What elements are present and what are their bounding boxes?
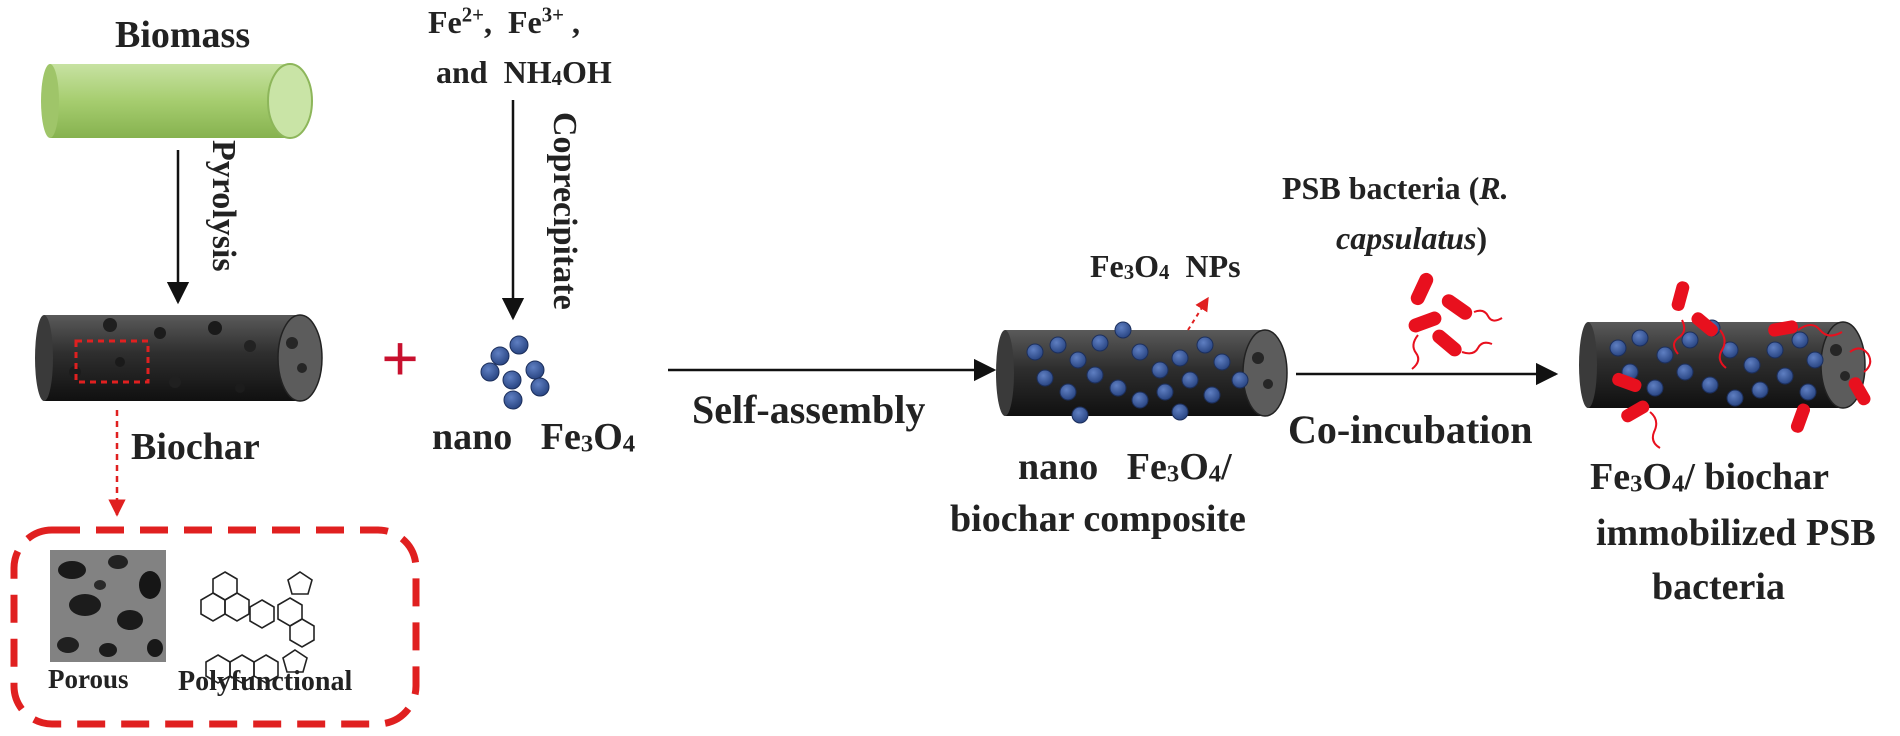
composite-line1: nano Fe3O4/ xyxy=(1018,448,1232,486)
nps-sub3: 3 xyxy=(1123,261,1135,285)
self-assembly-label: Self-assembly xyxy=(692,387,926,432)
psb-close: ) xyxy=(1476,220,1488,256)
composite-nano: nano xyxy=(1018,446,1099,488)
reagents-sep2: , xyxy=(564,4,580,40)
composite-o: O xyxy=(1179,446,1209,488)
psb-species: capsulatus xyxy=(1336,220,1477,256)
nps-o: O xyxy=(1134,248,1160,284)
composite-sub4: 4 xyxy=(1208,460,1222,488)
nano-word: nano xyxy=(432,416,513,458)
coprecipitate-label: Coprecipitate xyxy=(546,112,583,310)
nano-fe3o4-label: nano Fe3O4 xyxy=(432,418,635,456)
immobilized-bacteria xyxy=(1612,281,1872,449)
fe3o4-sub4: 4 xyxy=(622,430,636,458)
and-nh-text: and NH xyxy=(436,54,552,90)
porous-label: Porous xyxy=(48,664,129,694)
polyfunctional-label: Polyfunctional xyxy=(178,666,353,697)
composite-slash: / xyxy=(1221,446,1232,488)
polyfunctional-structures xyxy=(200,571,315,684)
final-o: O xyxy=(1642,456,1672,498)
plus-sign: + xyxy=(381,322,418,394)
fe2-text: Fe xyxy=(428,4,462,40)
biomass-cylinder xyxy=(41,63,313,139)
final-fe: Fe xyxy=(1590,456,1631,498)
nps-pointer-arrow xyxy=(1187,296,1209,331)
nh4-subscript: 4 xyxy=(551,67,562,91)
immobilized-nanoparticles xyxy=(1609,319,1824,407)
fe3o4-o: O xyxy=(593,416,623,458)
porous-sem-image xyxy=(50,550,166,662)
composite-line2: biochar composite xyxy=(950,498,1246,540)
biochar-label: Biochar xyxy=(131,426,260,468)
fe3o4-fe: Fe xyxy=(540,416,581,458)
oh-text: OH xyxy=(562,54,612,90)
fe3o4-nps-label: Fe3O4 NPs xyxy=(1090,248,1241,285)
psb-line1: PSB bacteria (R. xyxy=(1282,172,1509,204)
composite-fe: Fe xyxy=(1126,446,1167,488)
final-sub4: 4 xyxy=(1671,470,1685,498)
co-incubation-label: Co-incubation xyxy=(1288,407,1533,452)
nps-suffix: NPs xyxy=(1169,248,1241,284)
composite-sub3: 3 xyxy=(1166,460,1180,488)
nano-fe3o4-particles xyxy=(480,335,550,410)
final-line2: immobilized PSB xyxy=(1596,512,1876,554)
psb-line2: capsulatus) xyxy=(1336,222,1487,254)
psb-bacteria xyxy=(1408,272,1503,370)
reagents-sep1: , xyxy=(484,4,508,40)
nps-fe: Fe xyxy=(1090,248,1124,284)
psb-text: PSB bacteria ( xyxy=(1282,170,1480,206)
final-line1: Fe3O4/ biochar xyxy=(1590,458,1829,496)
nps-sub4: 4 xyxy=(1159,261,1170,285)
psb-genus: R. xyxy=(1479,170,1509,206)
fe2-charge: 2+ xyxy=(461,3,484,27)
final-sub3: 3 xyxy=(1630,470,1643,498)
pyrolysis-label: Pyrolysis xyxy=(205,140,242,272)
final-biochar: / biochar xyxy=(1684,456,1829,498)
biomass-label: Biomass xyxy=(115,14,251,56)
fe3-text: Fe xyxy=(508,4,542,40)
fe3-charge: 3+ xyxy=(541,3,564,27)
reagents-line2: and NH4OH xyxy=(436,54,612,91)
reagents-line1: Fe2+, Fe3+ , xyxy=(428,3,580,40)
fe3o4-sub3: 3 xyxy=(580,430,594,458)
biochar-properties-box xyxy=(10,526,420,728)
biochar-cylinder xyxy=(35,314,323,402)
composite-nanoparticles xyxy=(1026,321,1249,424)
final-line3: bacteria xyxy=(1652,566,1785,608)
